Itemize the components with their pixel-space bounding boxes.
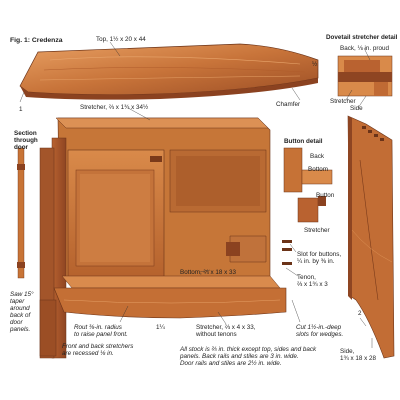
rout-label-2: to raise panel front. [74,331,128,338]
stretcher-bottom-label-2: without tenons [196,331,237,338]
one-quarter-label: 1¼ [156,324,165,331]
saw-taper-1: Saw 15° [10,291,34,298]
slot-label-1: Slot for buttons, [297,251,342,258]
button-detail [283,147,333,223]
button-button-label: Button [316,192,335,199]
dovetail-title: Dovetail stretcher detail [326,34,398,41]
all-stock-note-2: panels. Back rails and stiles are 3 in. … [180,353,299,360]
button-bottom-label: Bottom [308,166,328,173]
dovetail-stretcher-label: Stretcher [330,98,356,105]
cut-label-1: Cut 1½-in.-deep [296,324,342,331]
leader-lines [19,41,373,348]
tenon-label-1: Tenon, [297,274,316,281]
front-back-label-1: Front and back stretchers [62,343,134,350]
side-panel [347,115,395,359]
cut-label-2: slots for wedges. [296,331,344,338]
carcass [39,117,287,359]
tenon-detail [226,235,292,265]
saw-taper-3: around [10,305,30,312]
back-proud-label: Back, ⅛ in. proud [340,45,390,52]
chamfer-label: Chamfer [276,101,301,108]
button-back-label: Back [310,153,324,160]
top-label: Top, 1½ x 20 x 44 [96,36,146,43]
bottom-label: Bottom, ⅔ x 18 x 33 [180,269,237,276]
top-slab [19,43,319,100]
section-title-3: door [14,144,28,151]
saw-taper-5: door [10,319,23,326]
front-back-label-2: are recessed ⅛ in. [62,350,114,357]
side-label-2: 1¾ x 18 x 28 [340,355,377,362]
side-label-1: Side, [340,348,355,355]
figure-title: Fig. 1: Credenza [10,37,63,44]
saw-taper-4: back of [10,312,31,319]
button-detail-title: Button detail [284,138,323,145]
section-title-1: Section [14,130,37,137]
all-stock-note-3: Door rails and stiles are 2½ in. wide. [180,360,282,367]
saw-taper-6: panels. [10,326,31,333]
all-stock-note-1: All stock is ⅔ in. thick except top, sid… [180,346,317,353]
top-thickness-label: ½ [312,61,318,68]
section-title-2: through [14,137,38,144]
dovetail-side-label: Side [350,105,363,112]
section-door [17,147,25,279]
stretcher-top-label: Stretcher, ⅔ x 1¾ x 34½ [80,104,149,111]
slot-label-2: ¼ in. by ⅜ in. [297,258,335,265]
two-label: 2 [358,310,362,317]
saw-taper-2: taper [10,298,25,305]
left-one-label: 1 [19,106,23,113]
tenon-label-2: ⅔ x 1¾ x 3 [297,281,328,288]
stretcher-bottom-label-1: Stretcher, ⅔ x 4 x 33, [196,324,256,331]
rout-label-1: Rout ⅜-in. radius [74,324,122,331]
dovetail-detail [337,55,393,97]
button-stretcher-label: Stretcher [304,227,330,234]
